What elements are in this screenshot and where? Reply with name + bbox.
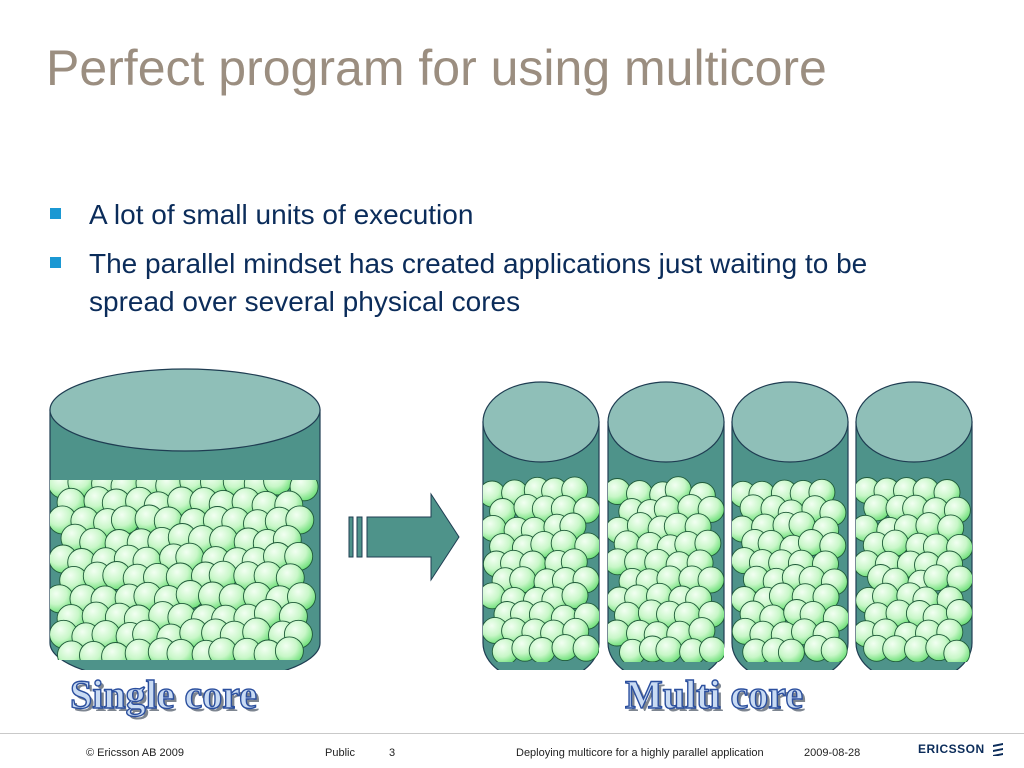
execution-unit-ball (572, 634, 599, 662)
execution-units (483, 476, 599, 662)
square-bullet-icon (50, 208, 61, 219)
footer-divider (0, 733, 1024, 734)
execution-units (856, 477, 972, 662)
cylinder-top (482, 381, 600, 463)
slide-title: Perfect program for using multicore (46, 40, 827, 96)
core-cylinder (607, 381, 725, 670)
cylinder-top (607, 381, 725, 463)
logo-wordmark: ERICSSON (918, 742, 985, 756)
cylinder-top (855, 381, 973, 463)
ericsson-logo-icon (992, 743, 1003, 756)
footer-description: Deploying multicore for a highly paralle… (516, 747, 764, 759)
square-bullet-icon (50, 257, 61, 268)
multicore-diagram (49, 368, 973, 670)
cylinder-top (49, 368, 321, 452)
footer-classification: Public (325, 747, 355, 759)
bullet-list: A lot of small units of execution The pa… (46, 196, 946, 332)
ericsson-logo: ERICSSON (918, 742, 1005, 756)
execution-units (50, 480, 319, 660)
execution-unit-ball (820, 636, 848, 662)
bullet-text: The parallel mindset has created applica… (89, 248, 868, 317)
arrow-stripe (356, 516, 363, 558)
execution-units (732, 478, 848, 662)
bullet-text: A lot of small units of execution (89, 199, 474, 230)
execution-unit-ball (655, 636, 683, 662)
footer-date: 2009-08-28 (804, 747, 861, 759)
execution-unit-ball (777, 638, 805, 662)
execution-unit-ball (699, 636, 724, 662)
core-cylinder (482, 381, 600, 670)
footer-page-number: 3 (389, 747, 396, 759)
cylinder-top (731, 381, 849, 463)
multi-core-label: Multi core (624, 671, 804, 717)
transition-arrow (348, 492, 460, 582)
single-core-label: Single core (69, 671, 258, 717)
footer-copyright: © Ericsson AB 2009 (86, 747, 184, 759)
bullet-item: A lot of small units of execution (46, 196, 946, 234)
right-arrow-icon (366, 492, 460, 582)
core-cylinder (731, 381, 849, 670)
execution-unit-ball (697, 566, 724, 594)
single-core-cylinder (49, 368, 321, 670)
execution-units (608, 476, 724, 662)
execution-unit-ball (528, 637, 556, 662)
bullet-item: The parallel mindset has created applica… (46, 245, 946, 321)
arrow-stripe (348, 516, 354, 558)
execution-unit-ball (274, 636, 304, 660)
execution-unit-ball (943, 639, 971, 662)
execution-unit-ball (561, 582, 589, 609)
core-cylinder (855, 381, 973, 670)
multi-core-cylinders (482, 381, 973, 670)
